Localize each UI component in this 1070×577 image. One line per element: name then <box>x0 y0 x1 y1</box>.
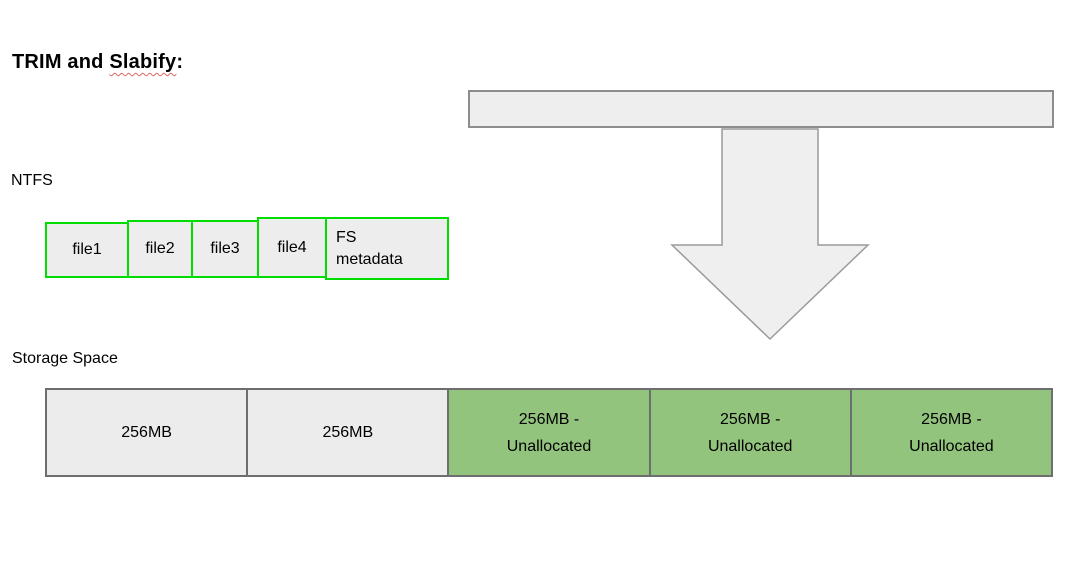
title-suffix: : <box>176 51 184 73</box>
storage-block-allocated-2: 256MB <box>246 390 448 475</box>
ntfs-block-file4: file4 <box>257 217 327 278</box>
storage-block-line2: Unallocated <box>506 437 592 455</box>
title-misspelled-word: Slabify <box>109 51 177 73</box>
page-title: TRIM and Slabify: <box>12 51 183 74</box>
file-block-label: FS metadata <box>336 227 403 271</box>
storage-block-line1: 256MB - <box>518 410 580 428</box>
title-prefix: TRIM and <box>12 51 110 73</box>
fs-metadata-line2: metadata <box>336 250 403 268</box>
file-block-label: file3 <box>210 240 240 257</box>
storage-block-line2: Unallocated <box>707 437 793 455</box>
file-block-label: file1 <box>72 241 102 258</box>
storage-space-row: 256MB 256MB 256MB - Unallocated 256MB - … <box>45 388 1053 477</box>
ntfs-block-file3: file3 <box>191 220 259 278</box>
storage-block-line1: 256MB - <box>719 410 781 428</box>
down-arrow-icon <box>670 128 870 341</box>
ntfs-block-file2: file2 <box>127 220 193 278</box>
ntfs-block-file1: file1 <box>45 222 129 278</box>
storage-block-line2: Unallocated <box>909 437 994 455</box>
ntfs-block-fs-metadata: FS metadata <box>325 217 449 280</box>
horizontal-bar-shape <box>468 90 1054 128</box>
storage-block-unallocated-2: 256MB - Unallocated <box>648 390 850 475</box>
storage-block-label: 256MB <box>121 424 172 441</box>
file-block-label: file4 <box>277 238 307 256</box>
ntfs-label: NTFS <box>11 172 53 189</box>
storage-block-label: 256MB <box>322 424 374 441</box>
storage-space-label: Storage Space <box>12 350 118 367</box>
file-block-label: file2 <box>145 240 175 257</box>
storage-block-unallocated-3: 256MB - Unallocated <box>849 390 1052 475</box>
storage-block-unallocated-1: 256MB - Unallocated <box>447 390 649 475</box>
storage-block-allocated-1: 256MB <box>47 390 247 475</box>
storage-block-line1: 256MB - <box>921 410 982 428</box>
fs-metadata-line1: FS <box>336 228 357 246</box>
